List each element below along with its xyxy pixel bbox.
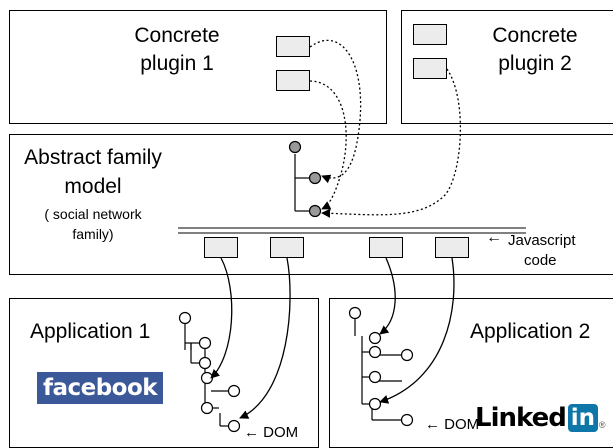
- plugin-1-interface-rect-bottom: [276, 70, 310, 91]
- abstract-model-tree: [294, 154, 310, 212]
- javascript-code-bar: [178, 227, 526, 234]
- app1-dom-node-2: [198, 336, 212, 350]
- plugin-1-interface-rect-top: [276, 36, 310, 57]
- application-2-title: Application 2: [470, 320, 591, 343]
- model-subtitle-line2: family): [72, 226, 114, 242]
- app2-dom-node-2: [368, 331, 382, 345]
- javascript-code-line2: code: [524, 252, 557, 269]
- model-interface-rect-1: [204, 237, 238, 258]
- app1-dom-node-root: [178, 311, 192, 325]
- app1-dom-node-5: [227, 384, 241, 398]
- facebook-logo: facebook: [37, 372, 163, 404]
- concrete-plugin-1-box: [9, 10, 387, 124]
- model-root-node: [288, 140, 302, 154]
- model-title-line2: model: [64, 175, 122, 198]
- app2-dom-node-root: [348, 306, 362, 320]
- linkedin-logo-word: Linked: [475, 403, 567, 433]
- application-1-title: Application 1: [30, 320, 151, 343]
- js-rect-2-to-app1-arrow: [239, 257, 291, 419]
- app2-dom-node-5: [368, 370, 382, 384]
- plugin-1-label-line2: plugin 1: [140, 52, 214, 75]
- js-rect-4-to-app2-arrow: [379, 257, 455, 404]
- js-rect-1-to-app1-arrow: [210, 257, 233, 379]
- app1-dom-node-4: [200, 371, 214, 385]
- plugin-2-label-line2: plugin 2: [498, 52, 572, 75]
- app2-dom-node-7: [400, 413, 414, 427]
- model-child-node-2: [308, 204, 322, 218]
- linkedin-logo: Linked in ®: [475, 400, 605, 436]
- model-child-node-1: [308, 171, 322, 185]
- model-interface-rect-4: [435, 237, 469, 258]
- app1-dom-node-6: [200, 401, 214, 415]
- javascript-code-line1: Javascript: [508, 232, 576, 249]
- plugin-2-interface-rect-bottom: [413, 58, 447, 79]
- model-subtitle-line1: ( social network: [44, 206, 142, 222]
- model-title-line1: Abstract family: [24, 146, 162, 169]
- app1-dom-node-3: [198, 356, 212, 370]
- plugin-2-interface-rect-top: [413, 24, 447, 45]
- application-2-dom-label: ← DOM: [425, 416, 480, 433]
- app2-dom-node-3: [368, 345, 382, 359]
- plugin-1-label-line1: Concrete: [134, 24, 220, 47]
- plugin-2-label-line1: Concrete: [492, 24, 578, 47]
- plugin-1-to-model-dotted-arrow-b: [309, 80, 347, 210]
- abstract-family-model-box: [9, 134, 613, 275]
- application-1-dom-label: ← DOM: [244, 424, 299, 441]
- linkedin-registered-mark: ®: [598, 420, 606, 430]
- js-rect-3-to-app2-arrow: [379, 257, 396, 335]
- plugin-2-to-model-dotted-arrow: [321, 68, 461, 218]
- model-interface-rect-3: [369, 237, 403, 258]
- app2-dom-node-6: [368, 397, 382, 411]
- plugin-1-to-model-dotted-arrow-a: [309, 39, 362, 184]
- app1-dom-node-7: [227, 419, 241, 433]
- model-interface-rect-2: [270, 237, 304, 258]
- linkedin-logo-in: in: [567, 404, 598, 432]
- app2-dom-node-4: [400, 348, 414, 362]
